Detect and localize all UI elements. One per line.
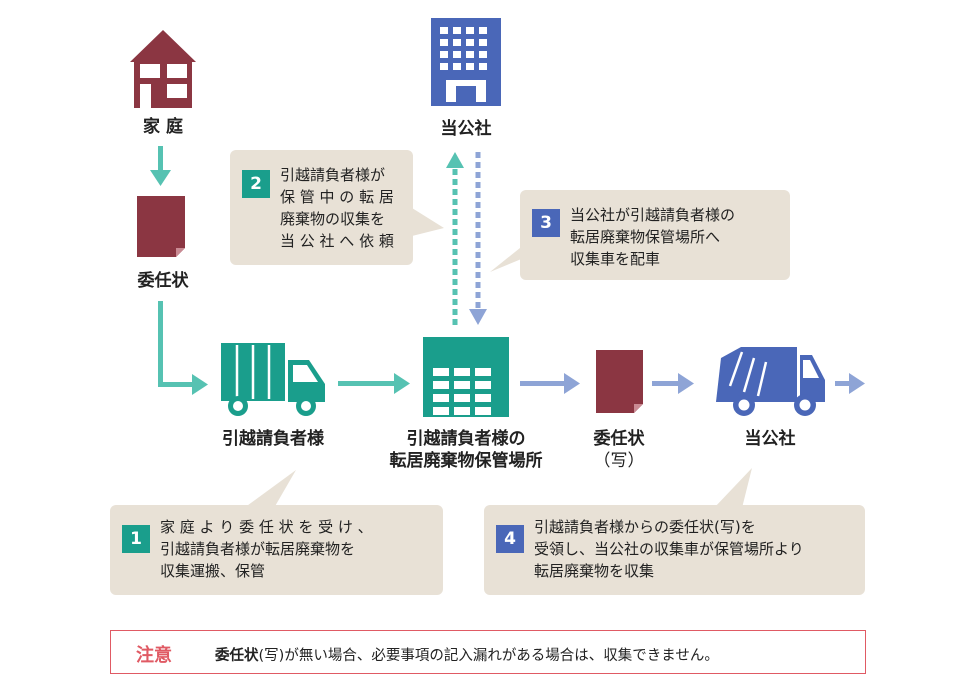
house-icon — [130, 30, 196, 108]
step-3-text: 当公社が引越請負者様の 転居廃棄物保管場所へ 収集車を配車 — [570, 206, 736, 268]
company-top-label: 当公社 — [440, 119, 492, 139]
callout-1-pointer — [244, 470, 296, 508]
arrow-storage-to-company — [446, 152, 464, 325]
arrow-document-to-mover — [158, 301, 208, 395]
callout-4-pointer — [714, 468, 752, 508]
callout-step-1: 1 家 庭 よ り 委 任 状 を 受 け 、 引越請負者様が転居廃棄物を 収集… — [110, 505, 443, 595]
garbage-truck-icon — [716, 347, 825, 416]
step-4-text: 引越請負者様からの委任状(写)を 受領し、当公社の収集車が保管場所より 転居廃棄… — [534, 518, 804, 580]
callout-2-pointer — [412, 208, 444, 236]
callout-step-3: 3 当公社が引越請負者様の 転居廃棄物保管場所へ 収集車を配車 — [520, 190, 790, 280]
step-1-text: 家 庭 よ り 委 任 状 を 受 け 、 引越請負者様が転居廃棄物を 収集運搬… — [160, 518, 373, 580]
step-2-number: 2 — [242, 170, 270, 198]
arrow-company-to-storage — [469, 152, 487, 325]
callout-step-4: 4 引越請負者様からの委任状(写)を 受領し、当公社の収集車が保管場所より 転居… — [484, 505, 865, 595]
copy-label-line1: 委任状 — [593, 429, 645, 449]
storage-label-line2: 転居廃棄物保管場所 — [389, 451, 543, 471]
arrow-home-to-document — [150, 146, 171, 186]
callout-step-2: 2 引越請負者様が 保 管 中 の 転 居 廃棄物の収集を 当 公 社 へ 依 … — [230, 150, 413, 265]
arrow-copy-to-company-truck — [652, 373, 694, 394]
document-icon — [137, 196, 185, 257]
office-building-icon — [431, 18, 501, 106]
arrow-company-truck-out — [835, 373, 865, 394]
caution-message: (写)が無い場合、必要事項の記入漏れがある場合は、収集できません。 — [258, 648, 719, 664]
caution-title: 注意 — [136, 645, 172, 666]
caution-note: 注意 委任状(写)が無い場合、必要事項の記入漏れがある場合は、収集できません。 — [110, 630, 866, 674]
home-label: 家 庭 — [143, 117, 183, 137]
step-2-text: 引越請負者様が 保 管 中 の 転 居 廃棄物の収集を 当 公 社 へ 依 頼 — [280, 166, 394, 250]
power-of-attorney-label: 委任状 — [137, 271, 189, 291]
caution-bold-term: 委任状 — [215, 648, 259, 664]
warehouse-icon — [423, 337, 509, 417]
mover-label: 引越請負者様 — [222, 429, 324, 449]
storage-label-line1: 引越請負者様の — [406, 429, 526, 449]
step-1-number: 1 — [122, 525, 150, 553]
truck-icon — [221, 343, 325, 416]
step-3-number: 3 — [532, 209, 560, 237]
caution-text: 委任状(写)が無い場合、必要事項の記入漏れがある場合は、収集できません。 — [215, 644, 719, 665]
company-truck-label: 当公社 — [744, 429, 796, 449]
copy-document-icon — [596, 350, 643, 413]
step-4-number: 4 — [496, 525, 524, 553]
copy-label-line2: （写） — [593, 451, 645, 471]
arrow-mover-to-storage — [338, 373, 410, 394]
arrow-storage-to-copy — [520, 373, 580, 394]
